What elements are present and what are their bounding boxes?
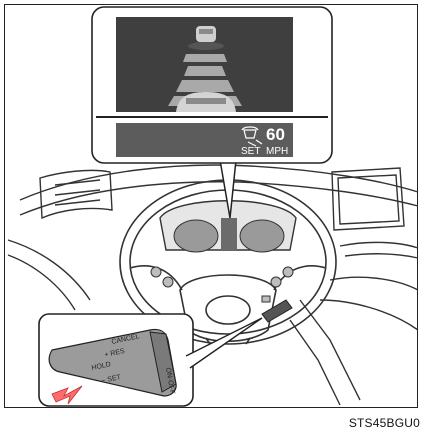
lever-inset: CANCEL + RES HOLD − SET ON·OFF xyxy=(39,314,193,406)
distance-bar-1 xyxy=(184,66,226,76)
set-label: SET xyxy=(241,146,260,157)
display-callout: 60 SET MPH xyxy=(92,7,332,163)
cluster-display-highlight xyxy=(221,218,237,250)
image-code-label: STS45BGU0 xyxy=(349,416,420,430)
set-speed-value: 60 xyxy=(266,125,285,144)
unit-label: MPH xyxy=(266,146,288,157)
distance-bar-2 xyxy=(176,80,234,92)
